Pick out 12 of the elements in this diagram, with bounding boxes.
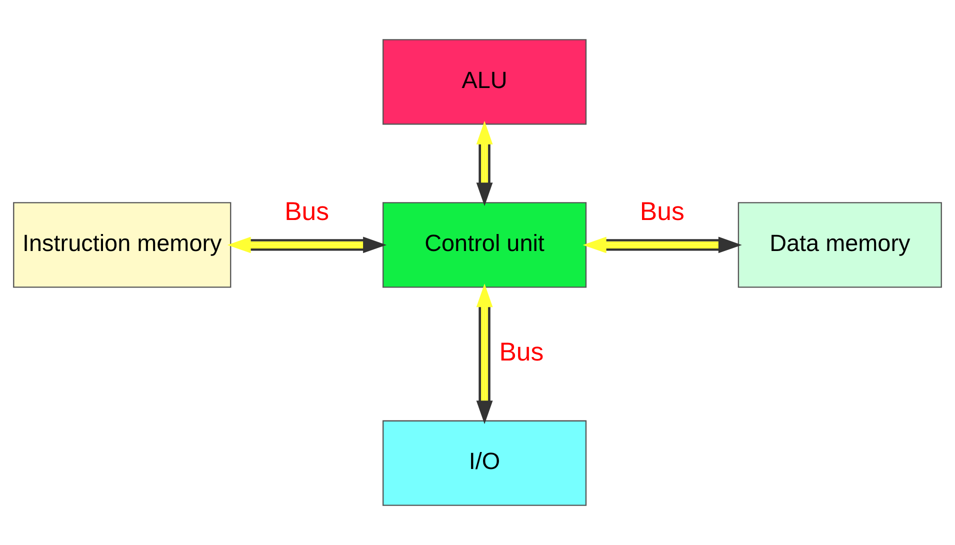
node-box: ALU [382,39,587,125]
node-box: Instruction memory [13,202,232,288]
arrow [476,120,493,206]
edge-label: Bus [640,198,684,226]
node-box: Control unit [382,202,587,288]
node-box: Data memory [738,202,942,288]
arrow [582,236,742,254]
node-box: I/O [382,420,587,506]
arrow [227,236,387,254]
edge-label: Bus [284,198,330,226]
arrow [476,284,493,424]
edge-label: Bus [499,338,544,367]
